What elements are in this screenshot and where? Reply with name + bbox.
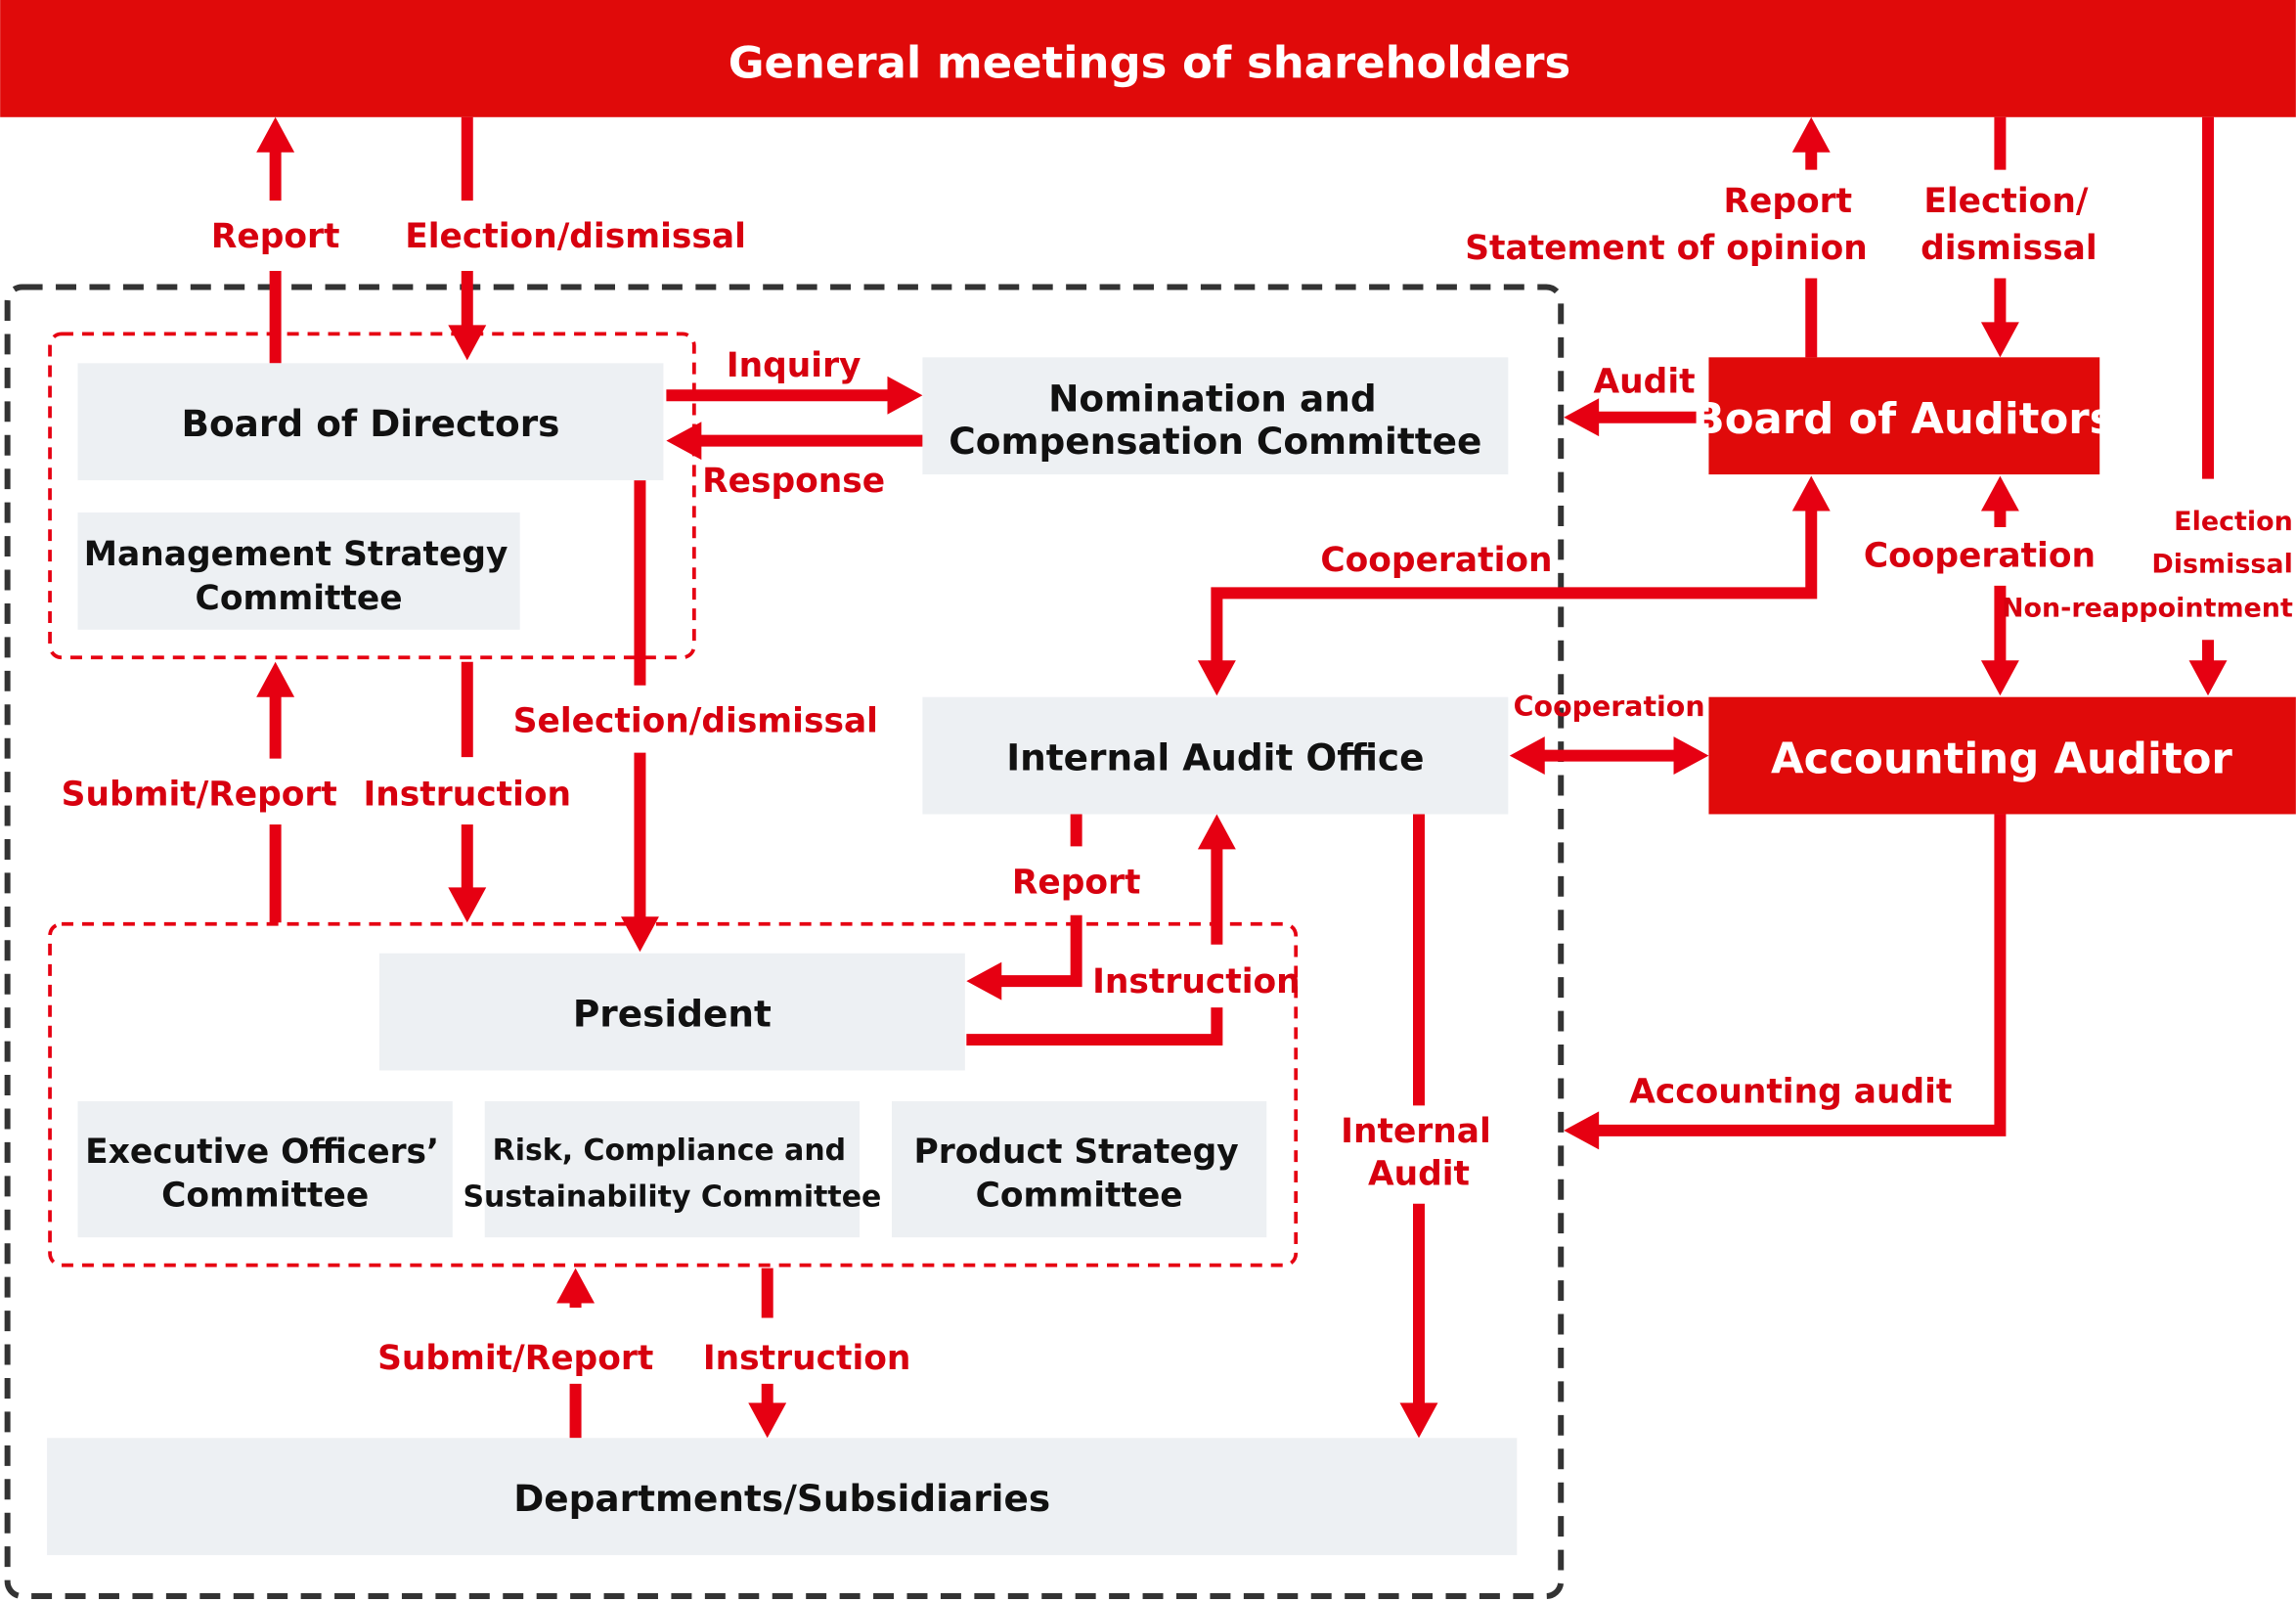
label-accounting-audit: Accounting audit: [1629, 1072, 1952, 1111]
board-of-auditors-label: Board of Auditors: [1693, 395, 2115, 444]
cooperation-iao-aa-arrowhead-icon: [1509, 736, 1545, 776]
departments-label: Departments/Subsidiaries: [513, 1477, 1050, 1520]
report-iao-arrowhead-icon: [966, 961, 1002, 1001]
board-group: [48, 332, 696, 660]
board-of-directors-label: Board of Directors: [181, 402, 559, 445]
instruction-iao-line: [966, 1007, 1223, 1046]
executive-group: [48, 921, 1299, 1268]
label-internal-audit-2: Audit: [1368, 1154, 1470, 1193]
label-cooperation-boa-aa: Cooperation: [1864, 536, 2096, 575]
response-arrowhead-icon: [666, 422, 702, 461]
label-inquiry: Inquiry: [727, 346, 861, 385]
risk-compliance-label-1: Risk, Compliance and: [493, 1134, 846, 1168]
election-boa-arrowhead-icon: [1980, 322, 2019, 358]
label-election-aa-1: Election: [2174, 507, 2293, 537]
cooperation-iao-boa-line: [1211, 508, 1818, 664]
accounting-audit-arrowhead-icon: [1564, 1111, 1600, 1150]
label-internal-audit-1: Internal: [1341, 1112, 1491, 1151]
president-box: [378, 953, 965, 1071]
report-top-arrowhead-icon: [256, 116, 295, 153]
label-submit-report-bottom: Submit/Report: [377, 1339, 653, 1378]
election-top-arrowhead-icon: [448, 325, 487, 361]
instruction-iao-arrowhead-icon: [1197, 814, 1236, 850]
label-audit: Audit: [1594, 362, 1696, 401]
management-strategy-box: [77, 512, 520, 630]
nomination-committee-box: [922, 357, 1509, 475]
selection-arrowhead-icon: [620, 916, 659, 953]
label-election-boa-2: dismissal: [1921, 229, 2097, 268]
submit-bottom-arrowhead-icon: [556, 1268, 596, 1304]
nomination-label-1: Nomination and: [1048, 378, 1377, 421]
label-instruction-iao: Instruction: [1092, 962, 1301, 1001]
label-election-dismissal-top: Election/dismissal: [405, 217, 746, 256]
departments-box: [47, 1438, 1518, 1556]
accounting-audit-line: [1596, 814, 2007, 1136]
board-of-directors-box: [77, 363, 664, 481]
election-aa-arrowhead-icon: [2188, 660, 2228, 696]
shareholders-title: General meetings of shareholders: [729, 36, 1571, 88]
label-report-top: Report: [211, 217, 340, 256]
product-strategy-box: [891, 1100, 1267, 1238]
board-of-auditors-box: [1708, 357, 2100, 475]
label-instruction-mid: Instruction: [363, 775, 571, 814]
label-cooperation-iao-boa: Cooperation: [1320, 541, 1552, 580]
risk-compliance-label-2: Sustainability Committee: [463, 1180, 881, 1215]
inquiry-arrowhead-icon: [887, 376, 923, 415]
cooperation-iao-boa-arrowhead-icon: [1197, 660, 1236, 696]
submit-mid-arrowhead-icon: [256, 661, 295, 697]
cooperation-boa-aa-arrowhead-icon: [1980, 660, 2019, 696]
label-report-iao: Report: [1012, 863, 1141, 902]
cooperation-boa-aa-arrowhead-icon: [1980, 475, 2019, 512]
product-strategy-label-2: Committee: [976, 1177, 1183, 1216]
management-strategy-label-1: Management Strategy: [84, 535, 508, 574]
label-cooperation-iao-aa: Cooperation: [1514, 690, 1705, 723]
label-election-aa-3: Non-reappointment: [2002, 593, 2293, 623]
executive-officers-label-2: Committee: [161, 1177, 369, 1216]
nomination-label-2: Compensation Committee: [949, 420, 1481, 463]
label-election-aa-2: Dismissal: [2151, 549, 2292, 579]
accounting-auditor-box: [1708, 696, 2296, 815]
label-report-boa: Report: [1724, 182, 1853, 221]
label-instruction-bottom: Instruction: [703, 1339, 911, 1378]
label-submit-report-mid: Submit/Report: [62, 775, 337, 814]
internal-audit-office-label: Internal Audit Office: [1006, 736, 1424, 779]
shareholders-bar: [0, 0, 2296, 117]
label-selection-dismissal: Selection/dismissal: [513, 702, 878, 741]
report-boa-arrowhead-icon: [1791, 116, 1831, 153]
label-statement-of-opinion: Statement of opinion: [1465, 229, 1868, 268]
instruction-bottom-arrowhead-icon: [748, 1402, 787, 1439]
audit-arrowhead-icon: [1564, 398, 1600, 437]
instruction-mid-arrowhead-icon: [448, 887, 487, 923]
report-iao-line: [998, 914, 1082, 988]
executive-officers-box: [77, 1100, 453, 1238]
accounting-auditor-label: Accounting Auditor: [1771, 735, 2232, 784]
label-response: Response: [702, 462, 885, 501]
executive-officers-label-1: Executive Officers’: [85, 1133, 439, 1172]
product-strategy-label-1: Product Strategy: [914, 1133, 1239, 1172]
arrows: [256, 116, 2228, 1439]
company-boundary: [4, 284, 1565, 1600]
internal-audit-arrowhead-icon: [1399, 1402, 1438, 1439]
risk-compliance-box: [484, 1100, 861, 1238]
label-election-boa-1: Election/: [1923, 182, 2088, 221]
management-strategy-label-2: Committee: [196, 579, 403, 618]
internal-audit-office-box: [922, 696, 1509, 815]
president-label: President: [573, 993, 772, 1036]
cooperation-iao-aa-arrowhead-icon: [1673, 736, 1709, 776]
cooperation-iao-boa-arrowhead-icon: [1791, 475, 1831, 512]
